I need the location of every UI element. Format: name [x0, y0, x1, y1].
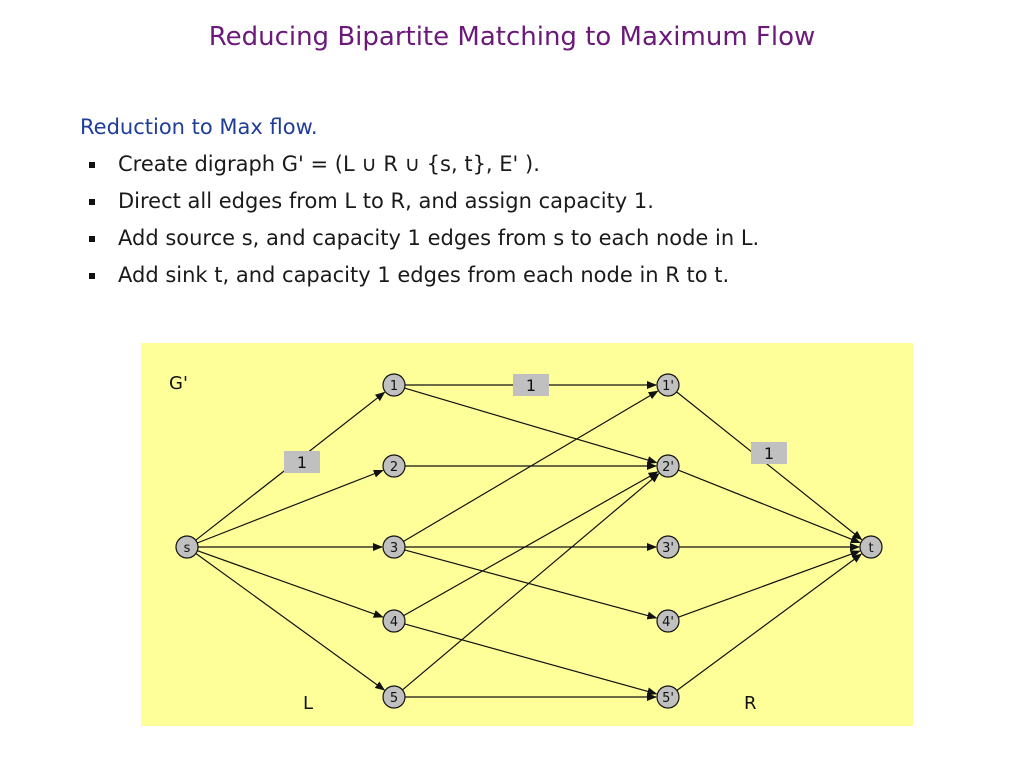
node-circle [382, 609, 406, 633]
right-set-label: R [744, 693, 757, 714]
node-3p: 3' [656, 535, 680, 559]
bullet-item: Add sink t, and capacity 1 edges from ea… [89, 261, 759, 298]
node-label: 5 [390, 691, 398, 706]
bullet-square-icon [89, 199, 95, 205]
bullet-square-icon [89, 236, 95, 242]
node-circle [656, 373, 680, 397]
node-circle [656, 609, 680, 633]
edge-2p-t [677, 469, 861, 544]
node-4p: 4' [656, 609, 680, 633]
node-label: 4' [662, 615, 674, 630]
node-label: 5' [662, 691, 674, 706]
node-label: 1' [662, 379, 674, 394]
node-label: 2' [662, 460, 674, 475]
bullet-square-icon [89, 162, 95, 168]
graph-label: G' [169, 373, 188, 394]
edge-5-2p [402, 473, 660, 691]
edge-3-1p [403, 390, 659, 542]
nodes-layer: s 1 2 3 4 5 1' 2' 3' 4' 5' t [175, 373, 883, 709]
graph-canvas: 1 1 1 s 1 2 3 4 5 1' 2' 3' 4' 5' t G' L R [141, 343, 913, 726]
capacity-label: 1 [284, 451, 320, 473]
bullet-item: Add source s, and capacity 1 edges from … [89, 224, 760, 261]
node-circle [656, 685, 680, 709]
node-t: t [859, 535, 883, 559]
edge-4p-t [678, 550, 861, 618]
node-5: 5 [382, 685, 406, 709]
bullet-list: Create digraph G' = (L ∪ R ∪ {s, t}, E' … [89, 150, 760, 298]
node-circle [859, 535, 883, 559]
edge-3-4p [404, 549, 658, 620]
node-5p: 5' [656, 685, 680, 709]
edges-layer [195, 381, 863, 701]
edge-s-2 [196, 469, 384, 544]
bullet-text: Add sink t, and capacity 1 edges from ea… [118, 263, 730, 287]
node-2: 2 [382, 454, 406, 478]
left-set-label: L [303, 693, 313, 714]
node-s: s [175, 535, 199, 559]
edge-1p-t [676, 391, 863, 541]
edge-1-2p [404, 387, 658, 464]
node-circle [382, 373, 406, 397]
node-label: 3' [662, 541, 674, 556]
node-circle [656, 454, 680, 478]
subheading: Reduction to Max flow. [80, 115, 318, 139]
node-3: 3 [382, 535, 406, 559]
node-label: 3 [390, 541, 398, 556]
node-label: s [184, 541, 191, 556]
capacity-label: 1 [751, 442, 787, 464]
node-circle [175, 535, 199, 559]
bullet-item: Direct all edges from L to R, and assign… [89, 187, 759, 224]
node-label: 4 [390, 615, 398, 630]
bullet-item: Create digraph G' = (L ∪ R ∪ {s, t}, E' … [89, 150, 759, 187]
capacity-text: 1 [526, 376, 536, 395]
node-circle [382, 685, 406, 709]
edge-4-2p [403, 471, 659, 617]
node-1p: 1' [656, 373, 680, 397]
flow-network-diagram: 1 1 1 s 1 2 3 4 5 1' 2' 3' 4' 5' t G' L R [141, 343, 913, 726]
capacity-label: 1 [513, 374, 549, 396]
node-label: 1 [390, 379, 398, 394]
edge-4-5p [404, 623, 658, 696]
node-1: 1 [382, 373, 406, 397]
capacity-box [284, 451, 320, 473]
node-2p: 2' [656, 454, 680, 478]
node-label: 2 [390, 460, 398, 475]
capacity-text: 1 [297, 453, 307, 472]
node-circle [382, 454, 406, 478]
node-circle [382, 535, 406, 559]
capacity-labels-layer: 1 1 1 [284, 374, 787, 473]
edge-s-4 [197, 550, 384, 618]
edge-s-5 [195, 553, 386, 691]
slide-title: Reducing Bipartite Matching to Maximum F… [208, 22, 816, 52]
diagram-background [141, 343, 913, 726]
capacity-box [513, 374, 549, 396]
bullet-square-icon [89, 273, 95, 279]
capacity-text: 1 [764, 444, 774, 463]
bullet-text: Create digraph G' = (L ∪ R ∪ {s, t}, E' … [118, 152, 540, 176]
edge-5p-t [676, 553, 863, 691]
node-circle [656, 535, 680, 559]
bullet-text: Add source s, and capacity 1 edges from … [118, 226, 760, 250]
node-4: 4 [382, 609, 406, 633]
capacity-box [751, 442, 787, 464]
node-label: t [868, 541, 873, 556]
bullet-text: Direct all edges from L to R, and assign… [118, 189, 654, 213]
